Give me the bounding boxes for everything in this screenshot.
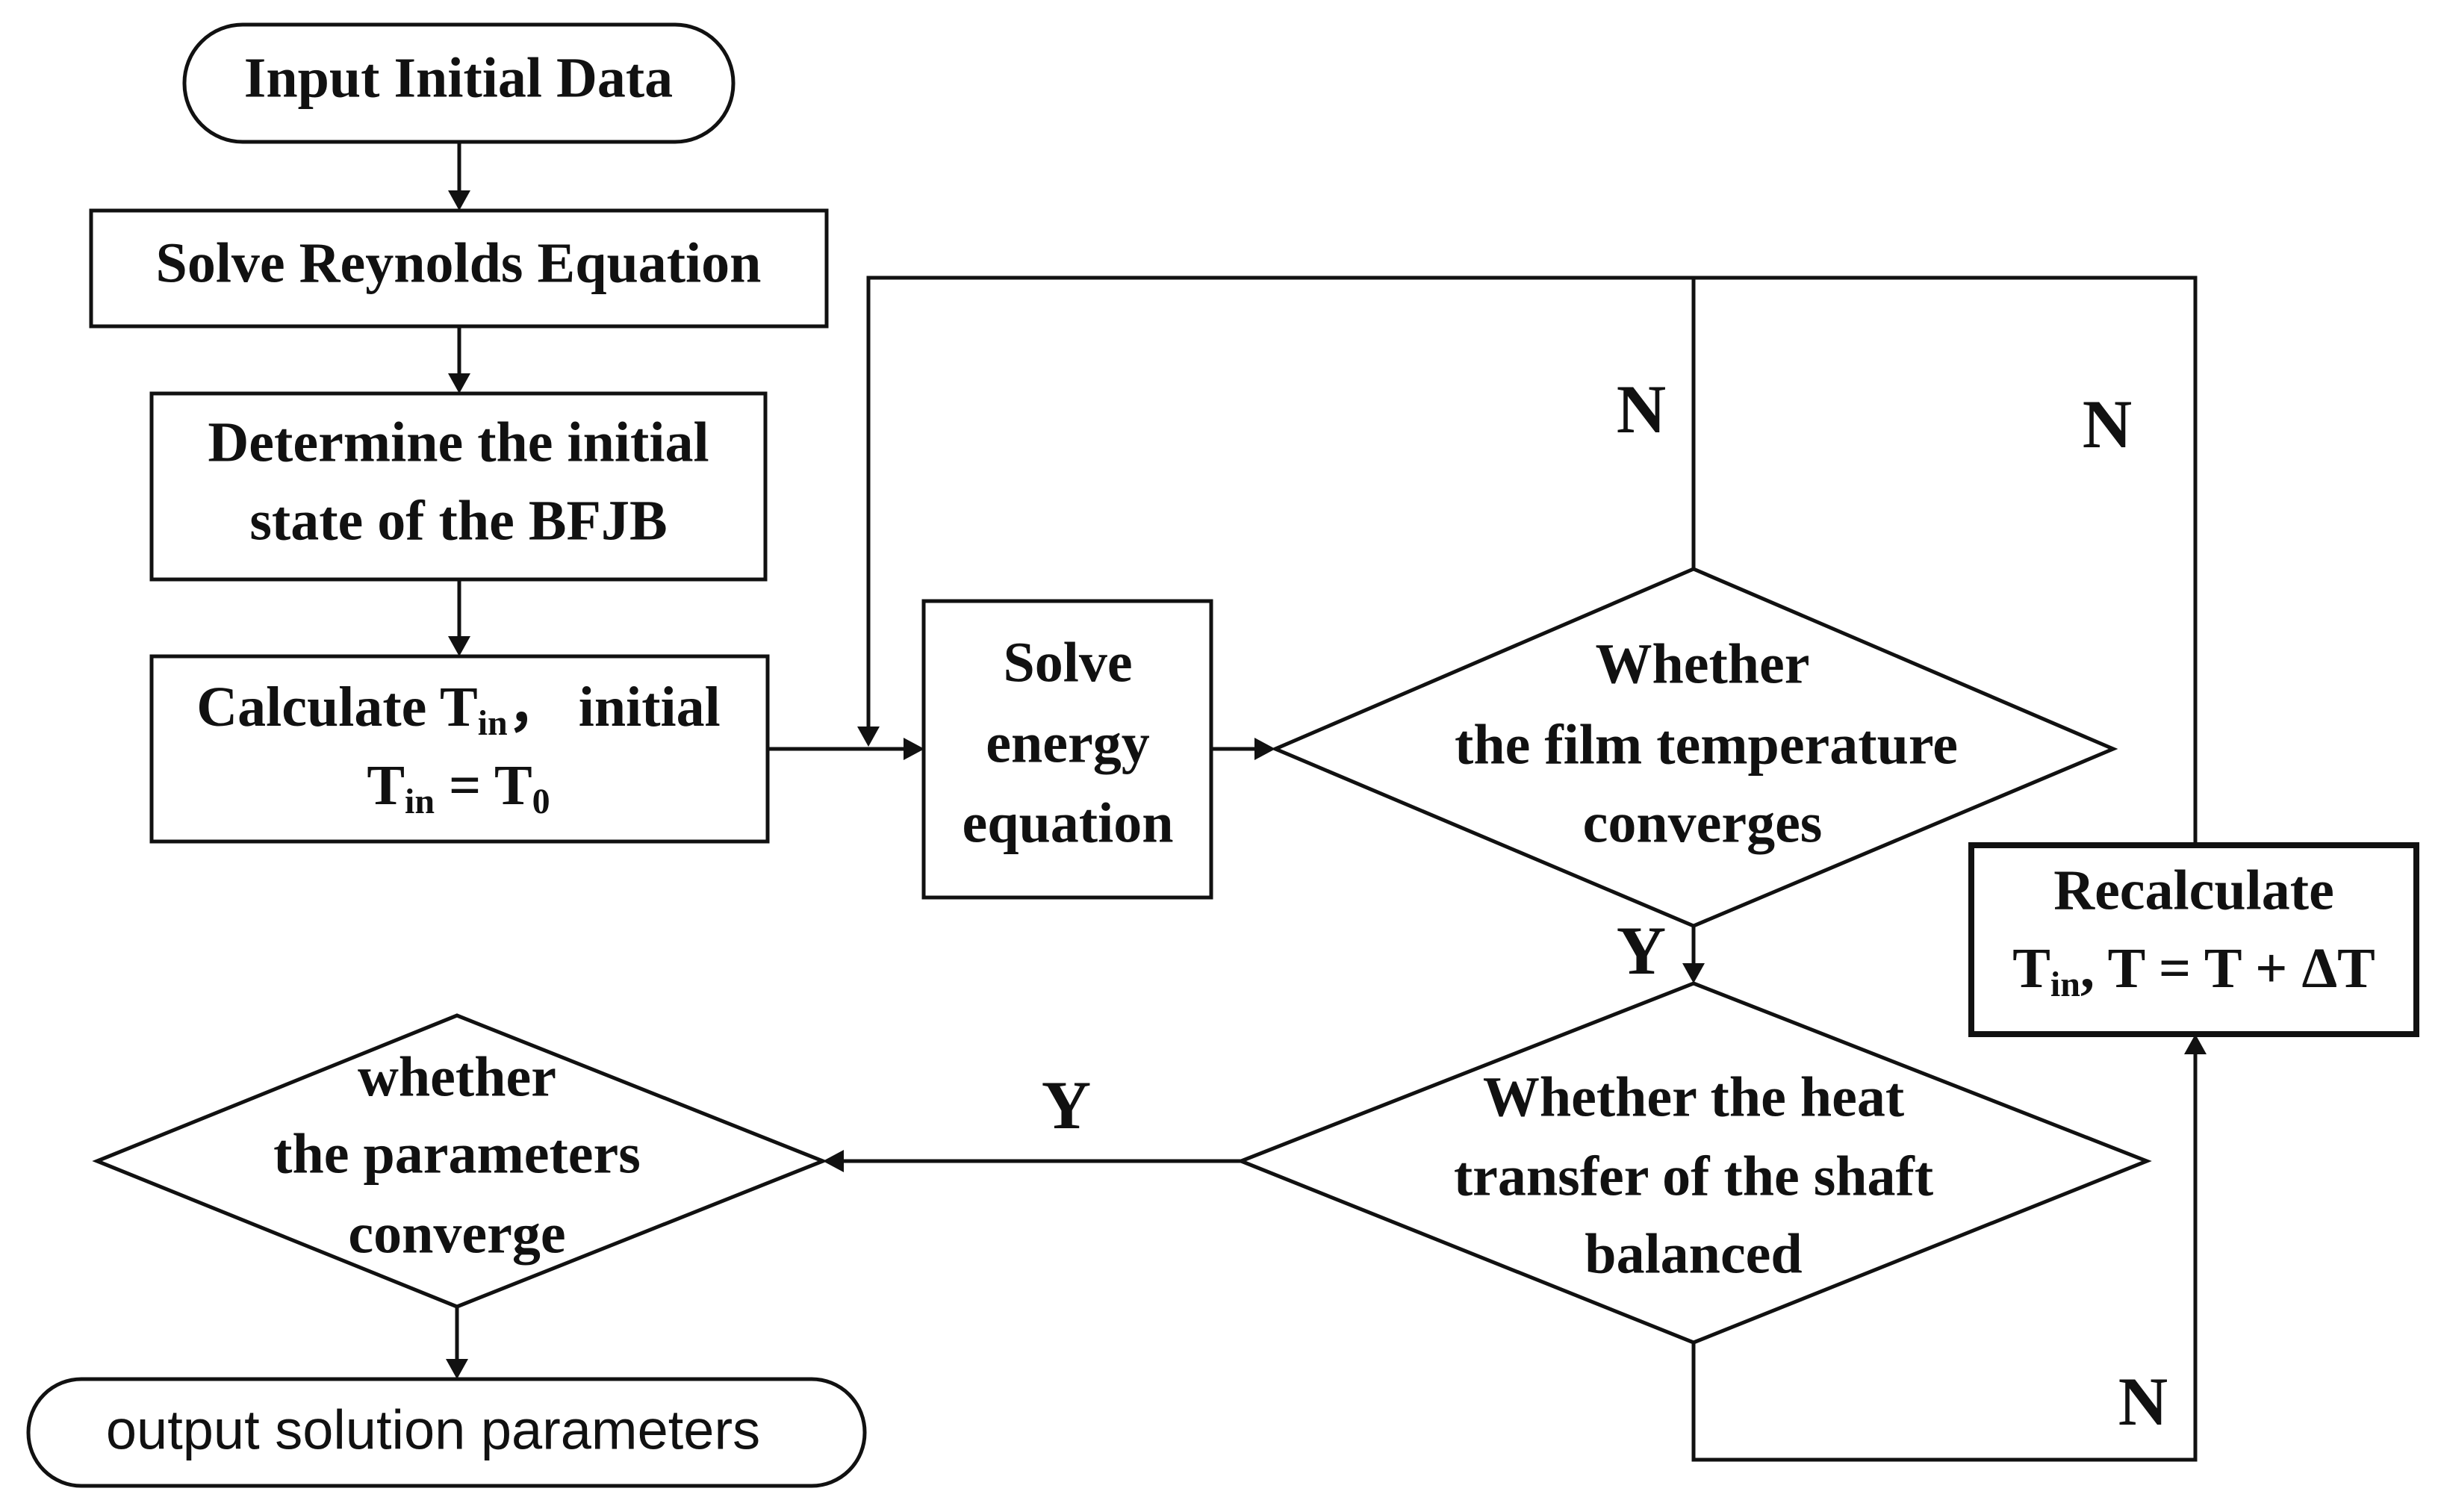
heat-balance-line-3: balanced (1585, 1222, 1802, 1285)
node-film-converge: Whether the film temperature converges (1270, 567, 2118, 928)
arrowhead-heat-yes (823, 1150, 844, 1172)
initial-state-box (149, 391, 768, 582)
arrowhead-calc-to-energy (904, 738, 924, 760)
arrowhead-params-to-output (446, 1359, 468, 1379)
node-output: output solution parameters (26, 1377, 867, 1488)
initial-state-line-1: Determine the initial (208, 411, 709, 473)
heat-balance-line-1: Whether the heat (1483, 1065, 1904, 1128)
label-heat-yes: Y (1042, 1067, 1091, 1143)
node-energy: Solve energy equation (921, 599, 1213, 900)
edge-heat-no (1691, 1049, 2198, 1462)
output-label: output solution parameters (106, 1399, 760, 1461)
initial-state-line-2: state of the BFJB (249, 489, 667, 552)
arrowhead-energy-to-film (1254, 738, 1275, 760)
start-label: Input Initial Data (244, 46, 673, 109)
edges (446, 142, 2207, 1462)
edge-recalc-loop (1694, 276, 2198, 845)
arrowhead-reynolds-to-state (448, 373, 470, 393)
params-converge-diamond (92, 1013, 828, 1309)
node-heat-balance: Whether the heat transfer of the shaft b… (1236, 981, 2152, 1345)
arrowhead-state-to-calc (448, 636, 470, 656)
node-recalculate: Recalculate Tin, T = T + ΔT (1968, 842, 2419, 1037)
energy-box (921, 599, 1213, 900)
start-terminator-shape (182, 22, 736, 144)
recalculate-box (1968, 842, 2419, 1037)
label-film-no: N (1617, 371, 1666, 447)
energy-line-3: equation (963, 791, 1174, 854)
output-terminator-shape (26, 1377, 867, 1488)
node-start: Input Initial Data (182, 22, 736, 144)
recalculate-line-1: Recalculate (2053, 859, 2334, 921)
film-converge-line-3: converges (1583, 791, 1823, 854)
label-film-yes: Y (1617, 912, 1666, 989)
calc-tin-line-2: Tin = T0 (367, 754, 550, 821)
label-heat-no: N (2118, 1363, 2168, 1440)
edge-labels: N N Y Y N (1042, 371, 2168, 1440)
calc-tin-box (149, 654, 770, 844)
calc-tin-line-1: Calculate Tin， initial (196, 676, 721, 743)
node-reynolds: Solve Reynolds Equation (89, 208, 829, 329)
node-calc-tin: Calculate Tin， initial Tin = T0 (149, 654, 770, 844)
params-converge-line-3: converge (348, 1202, 565, 1265)
params-converge-line-1: whether (358, 1045, 556, 1108)
arrowhead-film-no-loop (857, 727, 880, 747)
film-converge-line-1: Whether (1595, 632, 1809, 695)
reynolds-label: Solve Reynolds Equation (156, 231, 762, 294)
film-converge-diamond (1270, 567, 2118, 928)
arrowhead-start-to-reynolds (448, 190, 470, 211)
label-recalc-no: N (2083, 386, 2132, 462)
arrowhead-heat-no (2184, 1034, 2207, 1054)
arrowhead-film-yes (1682, 963, 1705, 983)
node-params-converge: whether the parameters converge (92, 1013, 828, 1309)
film-converge-line-2: the film temperature (1455, 713, 1958, 776)
energy-line-2: energy (986, 712, 1149, 774)
heat-balance-diamond (1236, 981, 2152, 1345)
heat-balance-line-2: transfer of the shaft (1454, 1145, 1933, 1207)
reynolds-box (89, 208, 829, 329)
energy-line-1: Solve (1003, 631, 1132, 694)
params-converge-line-2: the parameters (273, 1122, 641, 1185)
node-initial-state: Determine the initial state of the BFJB (149, 391, 768, 582)
edge-film-no-loop (866, 276, 1696, 732)
recalculate-line-2: Tin, T = T + ΔT (2012, 937, 2375, 1004)
